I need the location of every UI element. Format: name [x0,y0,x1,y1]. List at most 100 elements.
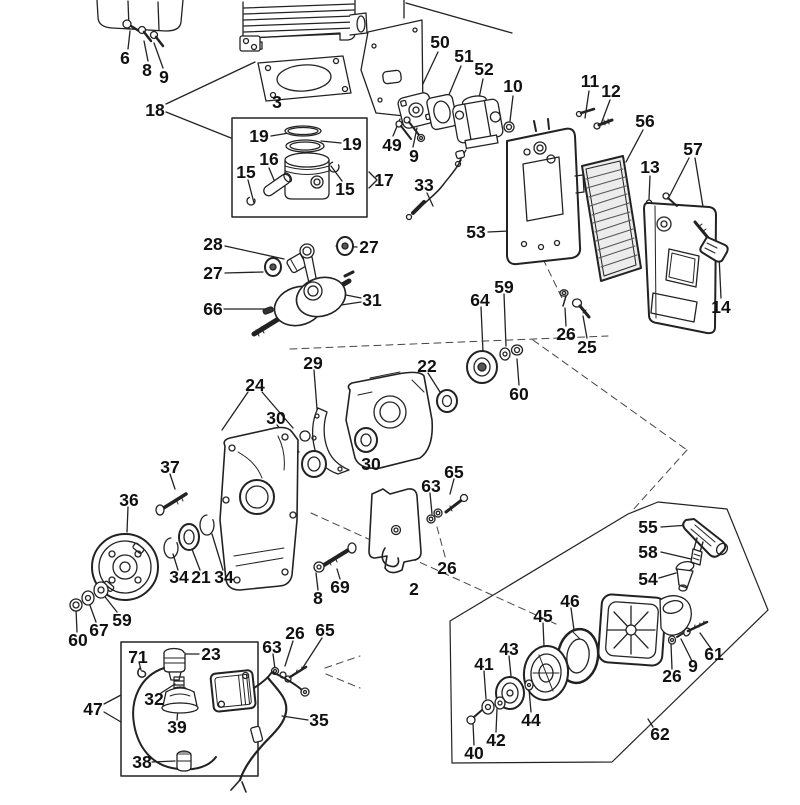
part-label-45-58: 45 [533,606,553,626]
part-label-14-14: 14 [711,297,731,317]
part-label-60-34: 60 [509,384,529,404]
pin-clips [246,161,340,206]
part-label-2-51: 2 [409,579,419,599]
pulley-hardware [466,679,534,725]
starter-screws [667,620,709,645]
cover-bolt-nuts [426,493,469,524]
part-label-25-33: 25 [577,337,597,357]
starter-housing [597,593,692,667]
throttle-cable [405,149,466,221]
part-label-19-16: 19 [342,134,362,154]
part-label-28-25: 28 [203,234,223,254]
muffler-bolts [122,19,165,48]
part-label-21-43: 21 [191,567,211,587]
part-label-56-11: 56 [635,111,655,131]
seal-rings [163,514,215,559]
part-label-32-71: 32 [144,689,164,709]
part-label-44-61: 44 [521,710,541,730]
part-label-59-31: 59 [494,277,514,297]
grommet [176,750,192,772]
part-label-12-10: 12 [601,81,621,101]
crankcase-right [345,371,434,470]
rope-anchor [675,560,695,592]
wrist-pin [263,172,293,197]
part-label-63-49: 63 [421,476,441,496]
piston-group-box [231,117,368,218]
cylinder [239,0,368,52]
part-label-26-32: 26 [556,324,576,344]
rope-pulley [522,645,570,701]
part-label-17-20: 17 [374,170,393,190]
part-label-50-5: 50 [430,32,450,52]
leader-lines [75,0,722,763]
bracket-bolt [313,542,357,573]
cover-screw [662,192,678,207]
part-label-18-3: 18 [145,100,165,120]
wiring-harness [230,671,310,793]
pump-screws [395,116,426,143]
part-label-47-70: 47 [83,699,102,719]
muffler [96,0,184,32]
chain-tension-bracket [368,488,422,574]
ignition-wire [132,667,217,771]
part-label-8-1: 8 [142,60,152,80]
part-label-24-37: 24 [245,375,265,395]
crank-seals [264,236,354,277]
ignition-coil [209,669,257,713]
cover-knob [693,220,729,263]
main-bearing-right [354,427,378,453]
part-label-64-30: 64 [470,290,490,310]
starter-group-outline [449,501,769,764]
part-label-41-60: 41 [474,654,494,674]
main-bearing-left [301,450,327,478]
crankshaft [251,243,355,337]
piston-rings [284,125,325,153]
part-label-49-21: 49 [382,135,402,155]
plug-boot [161,686,199,714]
part-label-26-66: 26 [662,666,682,686]
part-label-29-35: 29 [303,353,323,373]
part-label-59-45: 59 [112,610,132,630]
fan-housing [506,118,585,266]
part-label-39-72: 39 [167,717,187,737]
flywheel-washers-nut [69,581,109,612]
housing-pins [575,107,614,130]
piston [284,152,330,200]
part-label-53-24: 53 [466,222,486,242]
part-label-52-7: 52 [474,59,494,79]
terminal-clip [137,667,147,678]
crankcase-left [219,426,311,591]
part-label-35-77: 35 [309,710,329,730]
part-label-46-57: 46 [560,591,580,611]
part-label-22-36: 22 [417,356,437,376]
part-label-34-42: 34 [169,567,189,587]
washer-nut-upper [499,344,524,361]
part-label-8-53: 8 [313,588,323,608]
part-label-30-38: 30 [266,408,286,428]
part-label-58-55: 58 [638,542,658,562]
part-label-67-46: 67 [89,620,108,640]
spark-plug-cap [163,647,186,681]
housing-screws [559,289,591,319]
part-label-69-52: 69 [330,577,350,597]
part-label-55-54: 55 [638,517,658,537]
part-label-57-13: 57 [683,139,702,159]
dashed-guide-lines [289,258,688,689]
part-label-9-65: 9 [688,656,698,676]
part-label-37-40: 37 [160,457,179,477]
part-label-34-44: 34 [214,567,234,587]
part-label-23-69: 23 [201,644,221,664]
carburetor [452,95,504,168]
starter-handle [682,518,729,566]
part-label-43-59: 43 [499,639,519,659]
part-label-36-41: 36 [119,490,139,510]
part-label-3-4: 3 [272,92,282,112]
crank-seal [466,350,498,384]
part-label-65-48: 65 [444,462,464,482]
part-label-31-29: 31 [362,290,382,310]
flywheel [91,533,159,601]
part-label-62-67: 62 [650,724,670,744]
